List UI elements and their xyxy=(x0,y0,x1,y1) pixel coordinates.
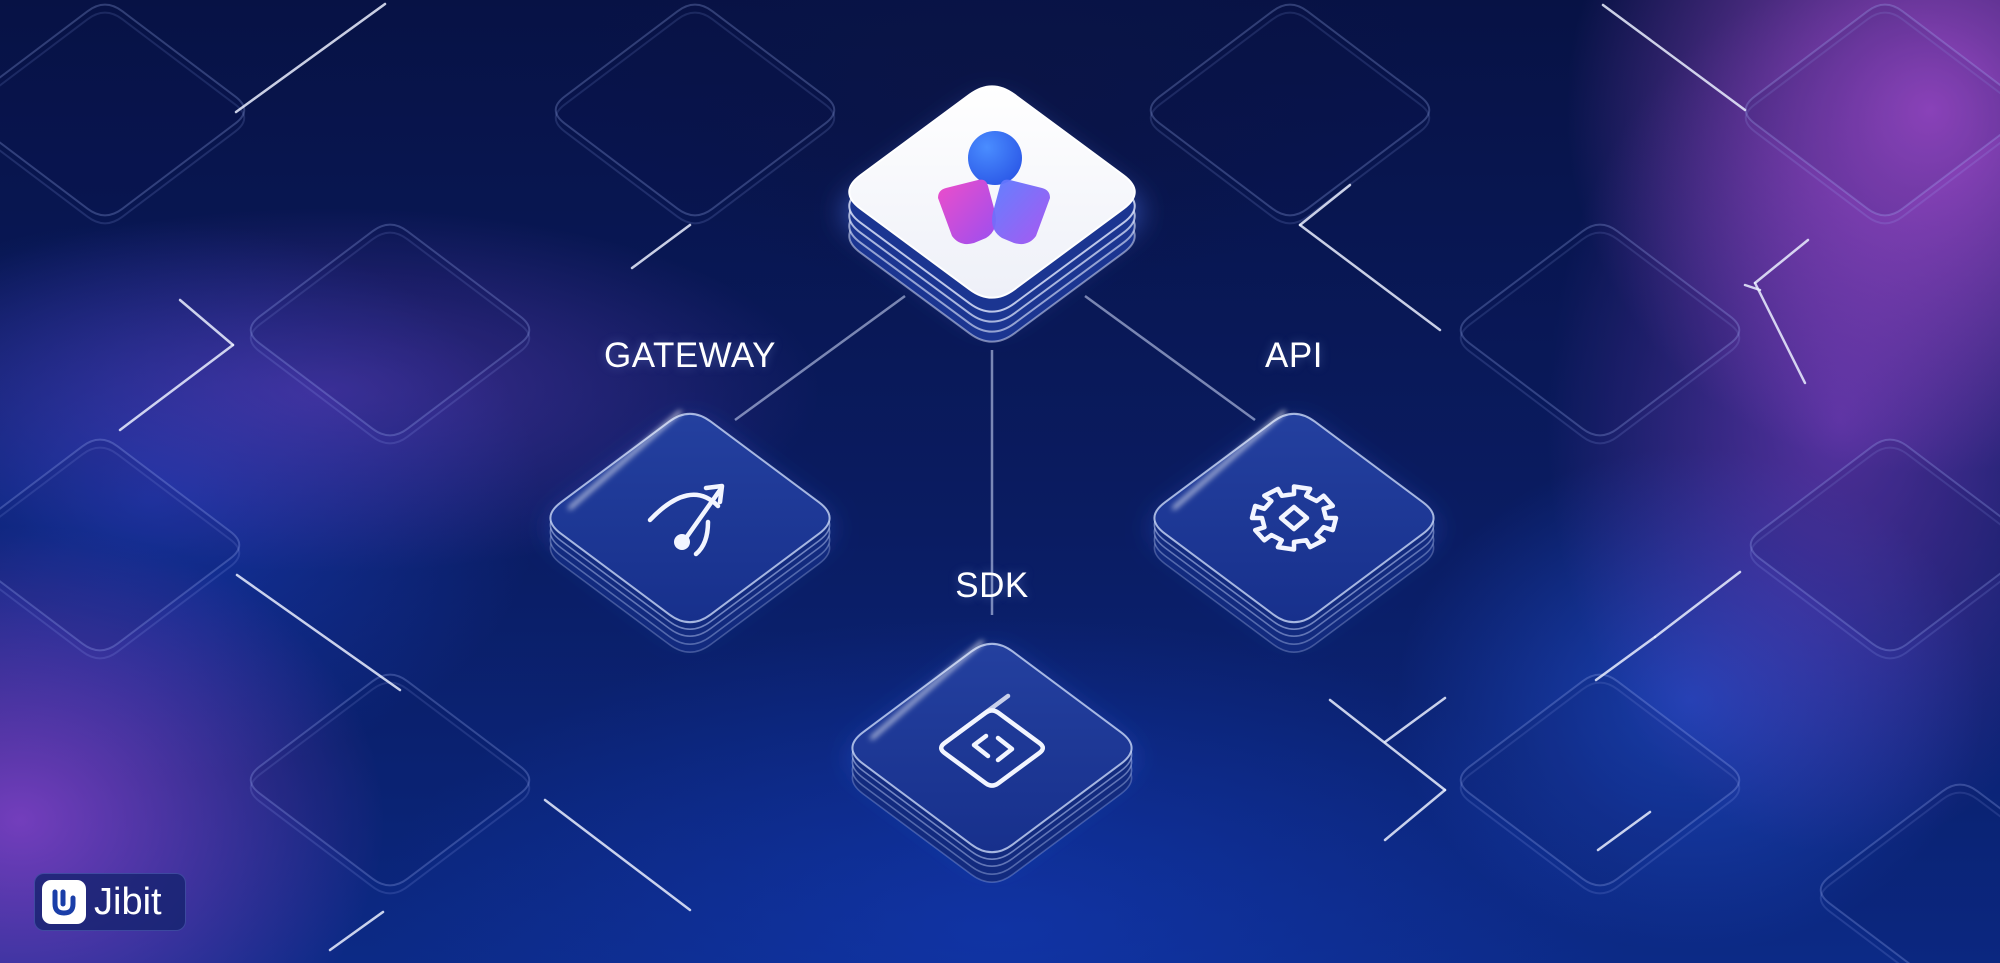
grid-highlight-4 xyxy=(118,343,235,432)
gateway-label: GATEWAY xyxy=(603,336,777,375)
grid-tile-5 xyxy=(249,223,531,445)
grid-tile-3 xyxy=(1149,3,1431,225)
grid-tile-10 xyxy=(1459,673,1741,895)
grid-highlight-12 xyxy=(1328,698,1447,792)
grid-tile-9 xyxy=(249,673,531,895)
grid-highlight-2 xyxy=(630,223,692,270)
user-group-icon xyxy=(938,131,1050,245)
grid-tile-1 xyxy=(0,3,246,225)
grid-tile-8 xyxy=(1749,438,2000,660)
sdk-node[interactable] xyxy=(850,640,1134,883)
grid-highlight-15 xyxy=(1753,238,1810,285)
gear-icon xyxy=(1249,484,1339,552)
grid-highlight-11 xyxy=(1383,696,1447,744)
identity-node[interactable] xyxy=(843,85,1141,343)
api-label: API xyxy=(1265,336,1323,375)
grid-highlight-7 xyxy=(328,910,385,952)
gateway-node[interactable] xyxy=(548,410,832,653)
brand-name: Jibit xyxy=(94,881,162,923)
grid-tile-6 xyxy=(1459,223,1741,445)
connector-gateway xyxy=(734,294,906,422)
connector-lines xyxy=(734,294,1256,615)
grid-highlight-10 xyxy=(1298,223,1442,332)
grid-highlight-5 xyxy=(235,573,402,692)
grid-highlight-17 xyxy=(1653,570,1742,639)
jibit-logo[interactable]: Jibit xyxy=(34,873,186,931)
code-window-icon xyxy=(938,693,1046,788)
grid-highlight-16 xyxy=(1753,281,1807,385)
grid-highlight-13 xyxy=(1383,788,1447,842)
grid-highlight-18 xyxy=(1594,635,1657,682)
connector-api xyxy=(1084,294,1256,422)
grid-highlight-8 xyxy=(1601,3,1747,112)
grid-tile-4 xyxy=(1744,3,2000,225)
grid-highlight-19 xyxy=(1596,810,1652,852)
grid-highlight-6 xyxy=(543,798,692,912)
sdk-label: SDK xyxy=(955,566,1029,605)
grid-tile-7 xyxy=(0,438,241,660)
jibit-logo-mark-icon xyxy=(42,880,86,924)
grid-highlight-9 xyxy=(1298,183,1352,227)
grid-highlight-3 xyxy=(178,298,235,347)
api-node[interactable] xyxy=(1152,410,1436,653)
gauge-arrow-icon xyxy=(647,483,725,557)
grid-tile-11 xyxy=(1819,783,2000,963)
grid-tile-2 xyxy=(554,3,836,225)
grid-highlight-1 xyxy=(234,2,387,114)
